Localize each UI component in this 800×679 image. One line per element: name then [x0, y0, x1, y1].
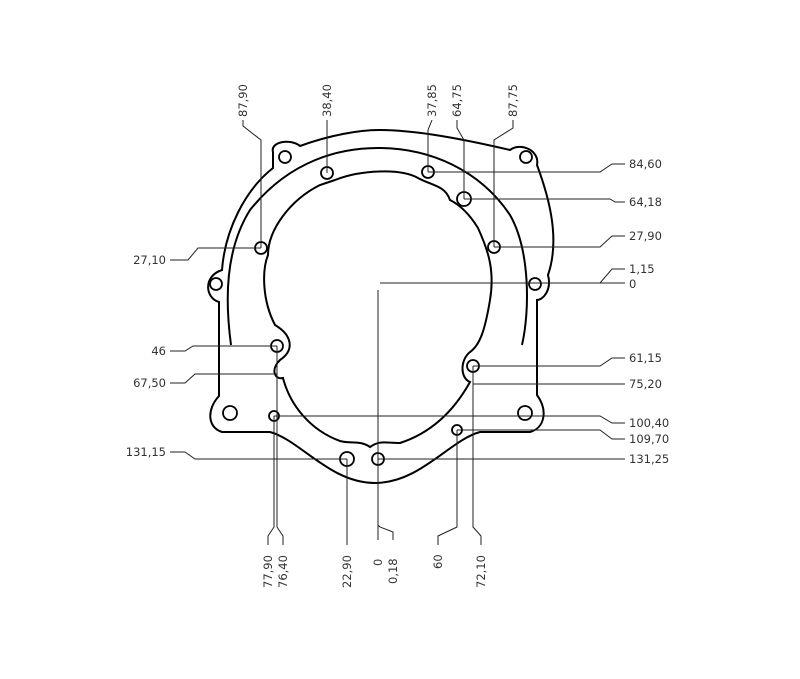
dim-label: 75,20 [629, 377, 662, 391]
dim-label: 1,15 [629, 262, 655, 276]
dim-label: 67,50 [133, 376, 166, 390]
dim-label: 131,15 [126, 445, 166, 459]
dim-label: 0 [629, 277, 636, 291]
dim-label: 22,90 [340, 555, 354, 588]
outer-outline [207, 128, 555, 485]
dim-label: 131,25 [629, 452, 669, 466]
dim-label: 46 [151, 344, 166, 358]
dimension-leaders [170, 119, 625, 545]
dim-label: 87,75 [506, 84, 520, 117]
dim-label: 38,40 [320, 84, 334, 117]
dim-label: 0 [371, 559, 385, 566]
dim-label: 76,40 [276, 555, 290, 588]
dim-label: 64,18 [629, 195, 662, 209]
dim-label: 0,18 [386, 558, 400, 584]
dim-label: 60 [431, 554, 445, 569]
middle-ring [226, 146, 528, 346]
inner-opening [263, 170, 493, 449]
dim-label: 87,90 [236, 84, 250, 117]
dim-label: 61,15 [629, 351, 662, 365]
dim-label: 27,10 [133, 253, 166, 267]
dim-label: 64,75 [450, 84, 464, 117]
dim-label: 37,85 [425, 84, 439, 117]
dim-label: 27,90 [629, 229, 662, 243]
dim-label: 84,60 [629, 157, 662, 171]
dim-label: 72,10 [474, 555, 488, 588]
dim-label: 100,40 [629, 416, 669, 430]
dim-label: 77,90 [261, 555, 275, 588]
dim-label: 109,70 [629, 432, 669, 446]
